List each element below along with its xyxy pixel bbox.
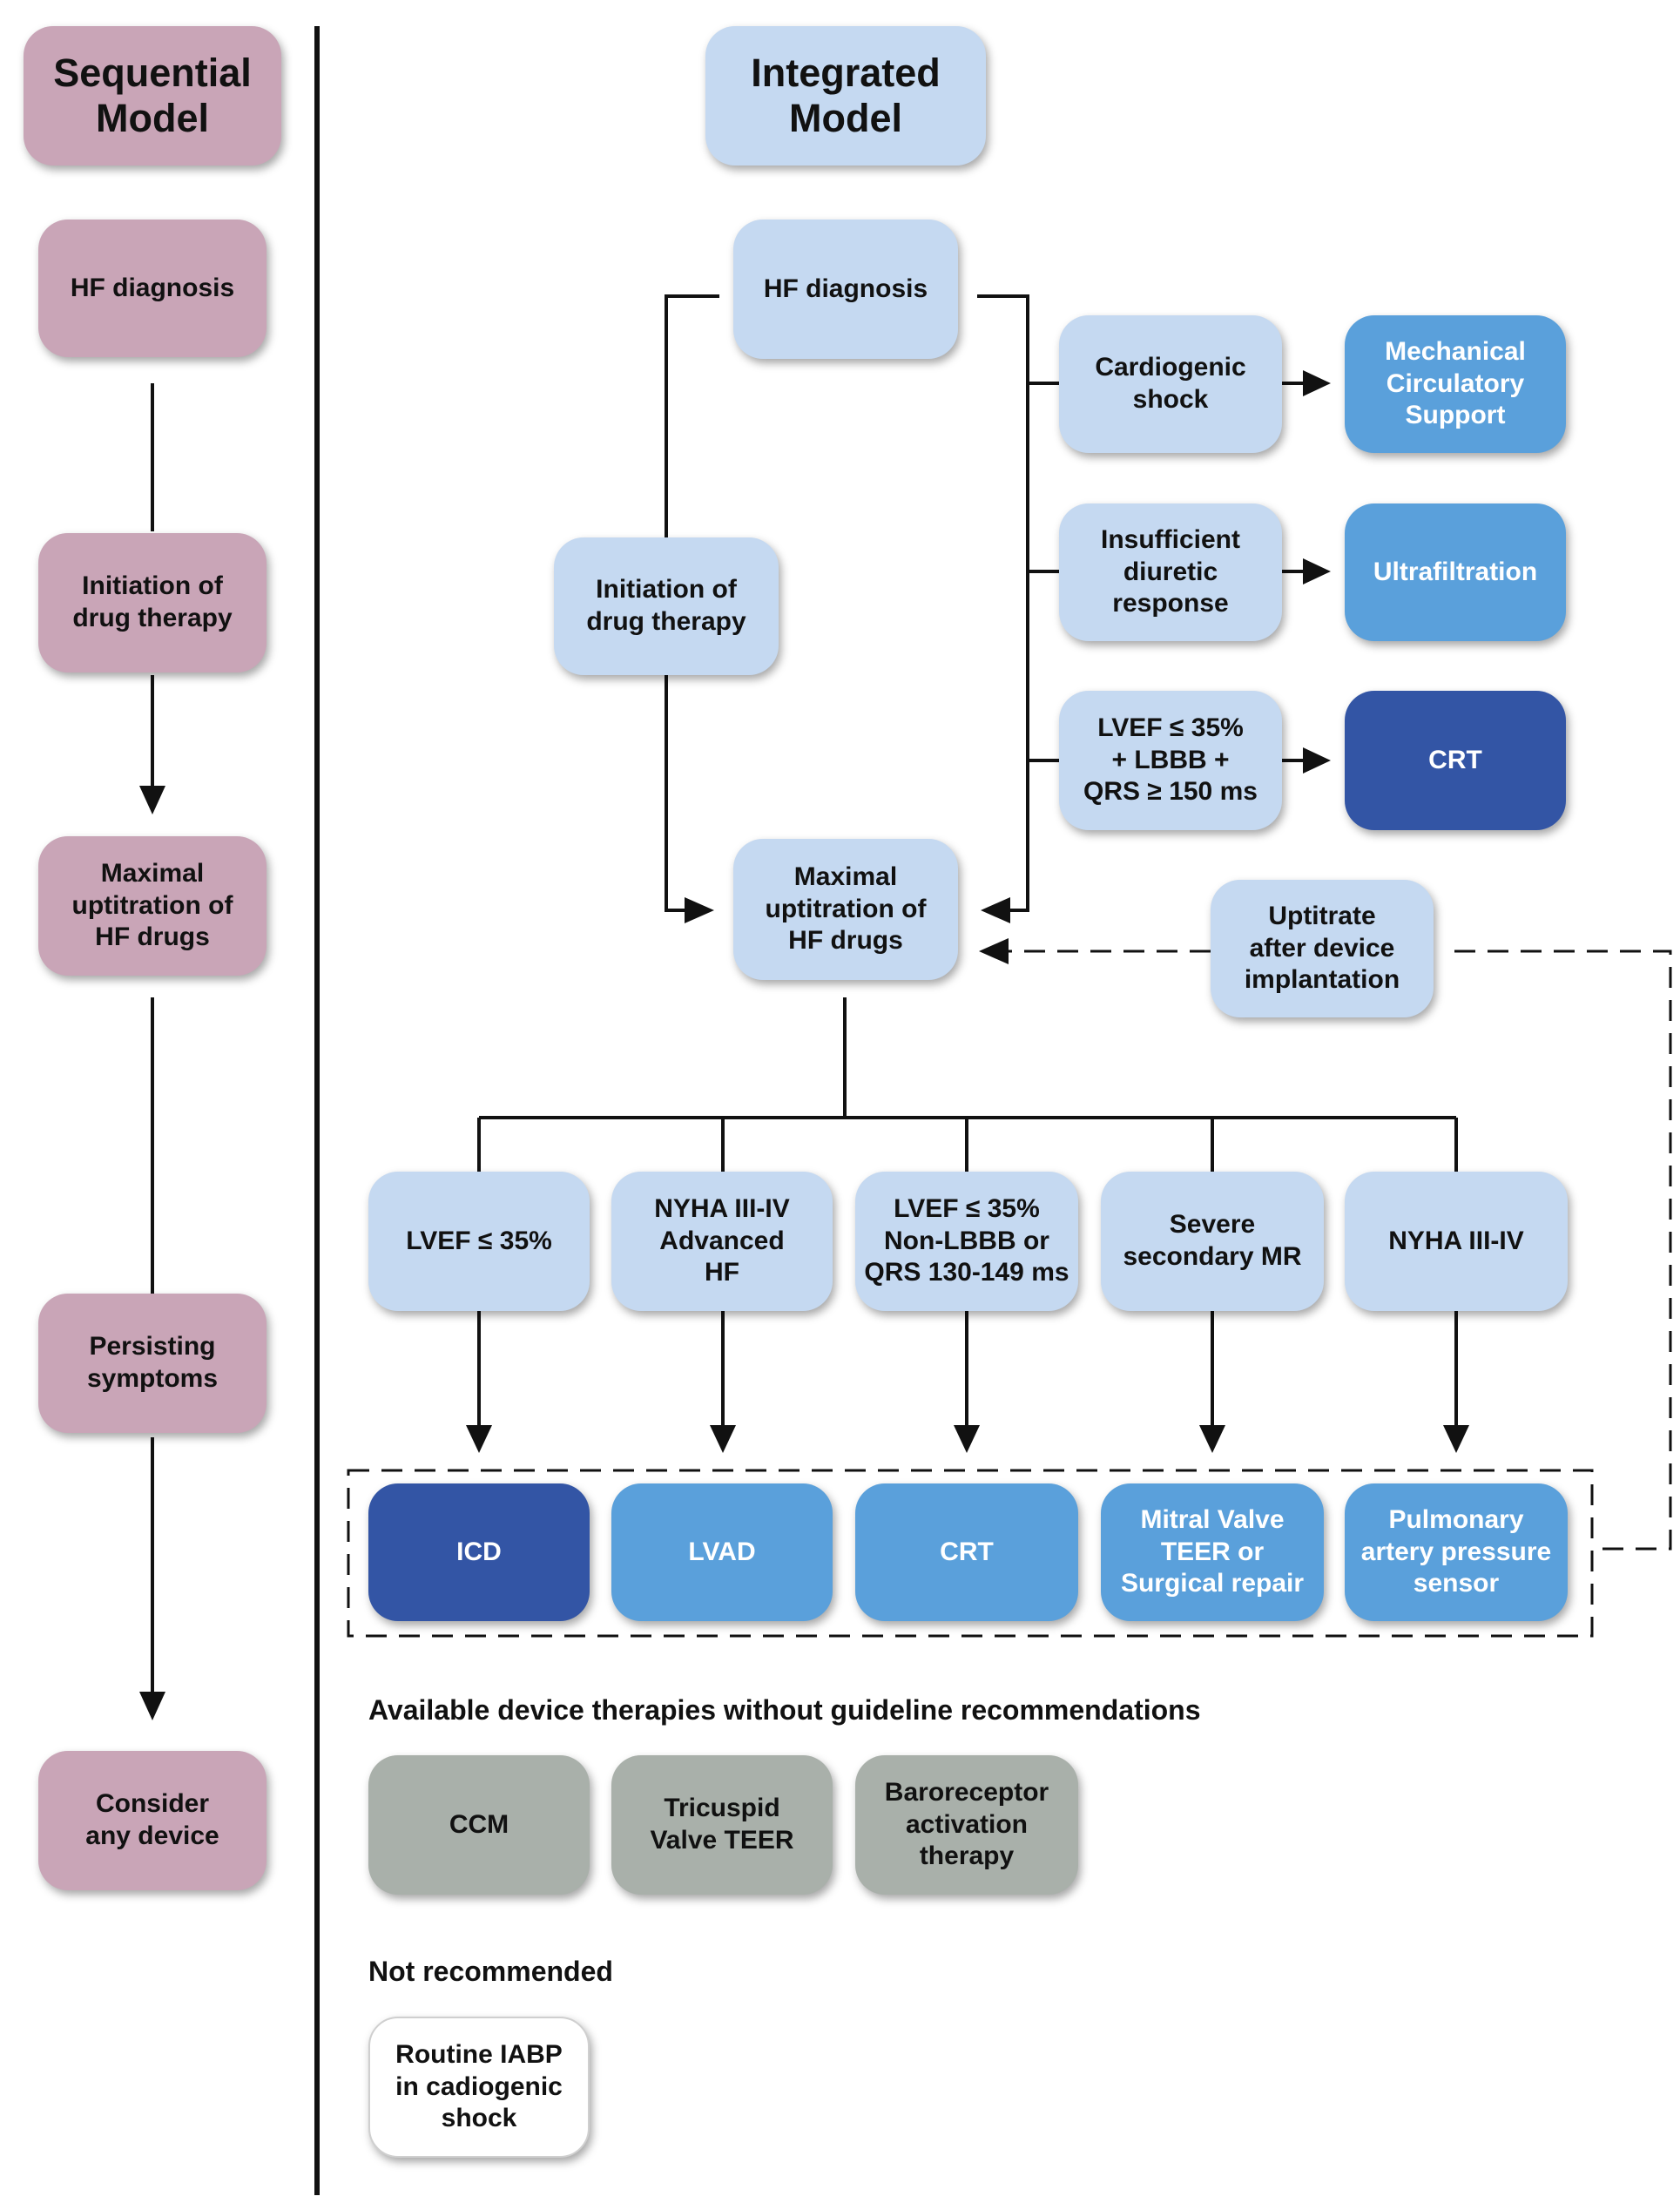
seq-arrowhead-1 bbox=[139, 786, 165, 814]
branch-condition-lvef-nonlbbb: LVEF ≤ 35% Non-LBBB or QRS 130-149 ms bbox=[855, 1172, 1078, 1311]
arrowhead-mitral bbox=[1199, 1425, 1225, 1453]
device-mitral-valve: Mitral Valve TEER or Surgical repair bbox=[1101, 1483, 1324, 1621]
therapy-ultrafiltration: Ultrafiltration bbox=[1345, 503, 1566, 641]
feedback-dashed-line bbox=[1450, 949, 1672, 1551]
branch-condition-lvef: LVEF ≤ 35% bbox=[368, 1172, 590, 1311]
integrated-model-header: Integrated Model bbox=[705, 26, 986, 166]
arrowhead-drug-to-uptitration bbox=[685, 897, 714, 923]
guideline-devices-frame bbox=[347, 1469, 1594, 1638]
therapy-mechanical-circulatory-support: Mechanical Circulatory Support bbox=[1345, 315, 1566, 453]
condition-lvef-lbbb-qrs: LVEF ≤ 35% + LBBB + QRS ≥ 150 ms bbox=[1059, 691, 1282, 830]
line-drug-to-uptitration bbox=[665, 675, 685, 912]
arrowhead-crt-side bbox=[1303, 747, 1331, 774]
arrowhead-uf bbox=[1303, 558, 1331, 585]
arrowhead-bracket-to-uptitration bbox=[981, 897, 1010, 923]
seq-step-consider-device: Consider any device bbox=[38, 1751, 267, 1890]
device-lvad: LVAD bbox=[611, 1483, 833, 1621]
device-baroreceptor: Baroreceptor activation therapy bbox=[855, 1755, 1078, 1895]
arrowhead-mcs bbox=[1303, 370, 1331, 396]
not-recommended-iabp: Routine IABP in cadiogenic shock bbox=[368, 2017, 590, 2158]
not-recommended-title: Not recommended bbox=[368, 1956, 613, 1987]
arrowhead-icd bbox=[466, 1425, 492, 1453]
device-crt: CRT bbox=[855, 1483, 1078, 1621]
device-icd: ICD bbox=[368, 1483, 590, 1621]
seq-step-drug-therapy: Initiation of drug therapy bbox=[38, 533, 267, 672]
seq-step-hf-diagnosis: HF diagnosis bbox=[38, 220, 267, 357]
int-hf-diagnosis: HF diagnosis bbox=[733, 220, 958, 359]
device-tricuspid-teer: Tricuspid Valve TEER bbox=[611, 1755, 833, 1895]
int-uptitration: Maximal uptitration of HF drugs bbox=[733, 839, 958, 980]
int-drug-therapy: Initiation of drug therapy bbox=[554, 537, 779, 675]
branch-condition-secondary-mr: Severe secondary MR bbox=[1101, 1172, 1324, 1311]
branch-condition-nyha: NYHA III-IV bbox=[1345, 1172, 1568, 1311]
line-diag-to-drug bbox=[665, 294, 719, 537]
device-ccm: CCM bbox=[368, 1755, 590, 1895]
seq-step-uptitration: Maximal uptitration of HF drugs bbox=[38, 836, 267, 976]
arrowhead-feedback bbox=[979, 938, 1009, 964]
therapy-crt-side: CRT bbox=[1345, 691, 1566, 830]
device-pap-sensor: Pulmonary artery pressure sensor bbox=[1345, 1483, 1568, 1621]
arrowhead-lvad bbox=[710, 1425, 736, 1453]
condition-insufficient-diuretic: Insufficient diuretic response bbox=[1059, 503, 1282, 641]
seq-step-persisting-symptoms: Persisting symptoms bbox=[38, 1294, 267, 1433]
no-guideline-title: Available device therapies without guide… bbox=[368, 1694, 1201, 1726]
arrowhead-crt bbox=[954, 1425, 980, 1453]
line-diag-to-uptitration bbox=[977, 294, 1029, 912]
arrowhead-pap-sensor bbox=[1443, 1425, 1469, 1453]
sequential-model-header: Sequential Model bbox=[24, 26, 281, 166]
seq-arrowhead-2 bbox=[139, 1692, 165, 1720]
uptitrate-after-implantation: Uptitrate after device implantation bbox=[1211, 880, 1434, 1017]
condition-cardiogenic-shock: Cardiogenic shock bbox=[1059, 315, 1282, 453]
branch-condition-nyha-advanced: NYHA III-IV Advanced HF bbox=[611, 1172, 833, 1311]
